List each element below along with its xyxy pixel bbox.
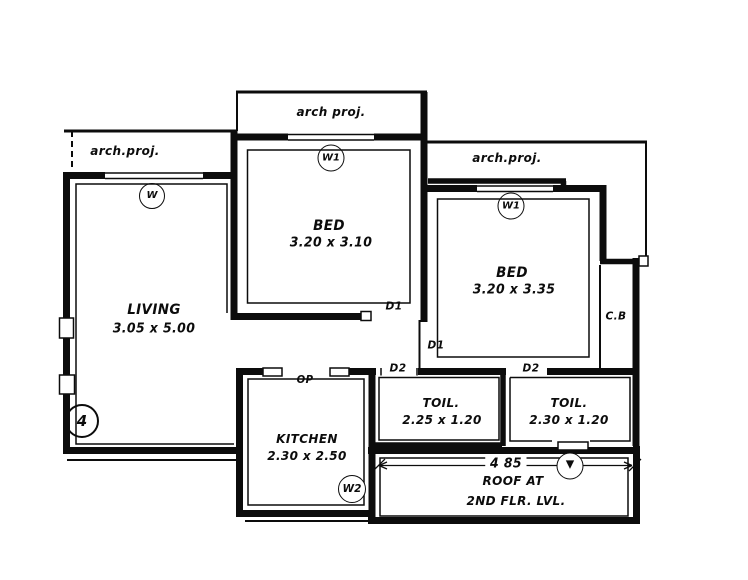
door-label-d1-bed1: D1 [385, 299, 403, 313]
kitchen-opening-label: OP [296, 373, 314, 386]
room-label-toilet2: TOIL. [550, 394, 588, 410]
roof-note-line2: 2ND FLR. LVL. [466, 492, 566, 508]
room-size-kitchen: 2.30 x 2.50 [267, 447, 347, 463]
window-marker-living: W [139, 183, 165, 209]
roof-note-line1: ROOF AT [482, 472, 544, 488]
projection-borders [64, 90, 647, 144]
room-label-living: LIVING [127, 302, 181, 318]
wall-medium-paths [374, 178, 640, 448]
door-label-d2-toilet2: D2 [522, 361, 540, 375]
room-label-bed2: BED [496, 265, 528, 281]
window-marker-kitchen: W2 [338, 475, 366, 503]
room-label-toilet1: TOIL. [422, 394, 460, 410]
window-marker-bed2: W1 [497, 192, 525, 220]
room-size-toilet1: 2.25 x 1.20 [402, 411, 482, 427]
room-label-bed1: BED [313, 218, 345, 234]
room-size-living: 3.05 x 5.00 [112, 321, 196, 337]
door-label-d1-bed2: D1 [427, 338, 445, 352]
arch-proj-top-label: arch proj. [296, 103, 366, 119]
thin-borders [67, 92, 647, 522]
vent-marker: ▼ [556, 452, 584, 480]
window-and-inner-lines [75, 133, 631, 517]
window-marker-bed1: W1 [317, 144, 345, 172]
room-size-bed1: 3.20 x 3.10 [289, 235, 373, 251]
arch-proj-right-label: arch.proj. [472, 149, 542, 165]
down-arrow-icon: ▼ [565, 457, 575, 471]
unit-number-badge: 4 [65, 404, 99, 438]
dimension-text: 4 85 [485, 456, 527, 472]
room-size-bed2: 3.20 x 3.35 [472, 282, 556, 298]
arch-proj-left-label: arch.proj. [90, 142, 160, 158]
wall-thick-paths [63, 92, 640, 524]
jamb-blocks [58, 255, 649, 451]
door-label-d2-toilet1: D2 [389, 361, 407, 375]
cupboard-label: C.B [605, 309, 627, 323]
room-size-toilet2: 2.30 x 1.20 [529, 411, 609, 427]
room-label-kitchen: KITCHEN [276, 430, 338, 446]
